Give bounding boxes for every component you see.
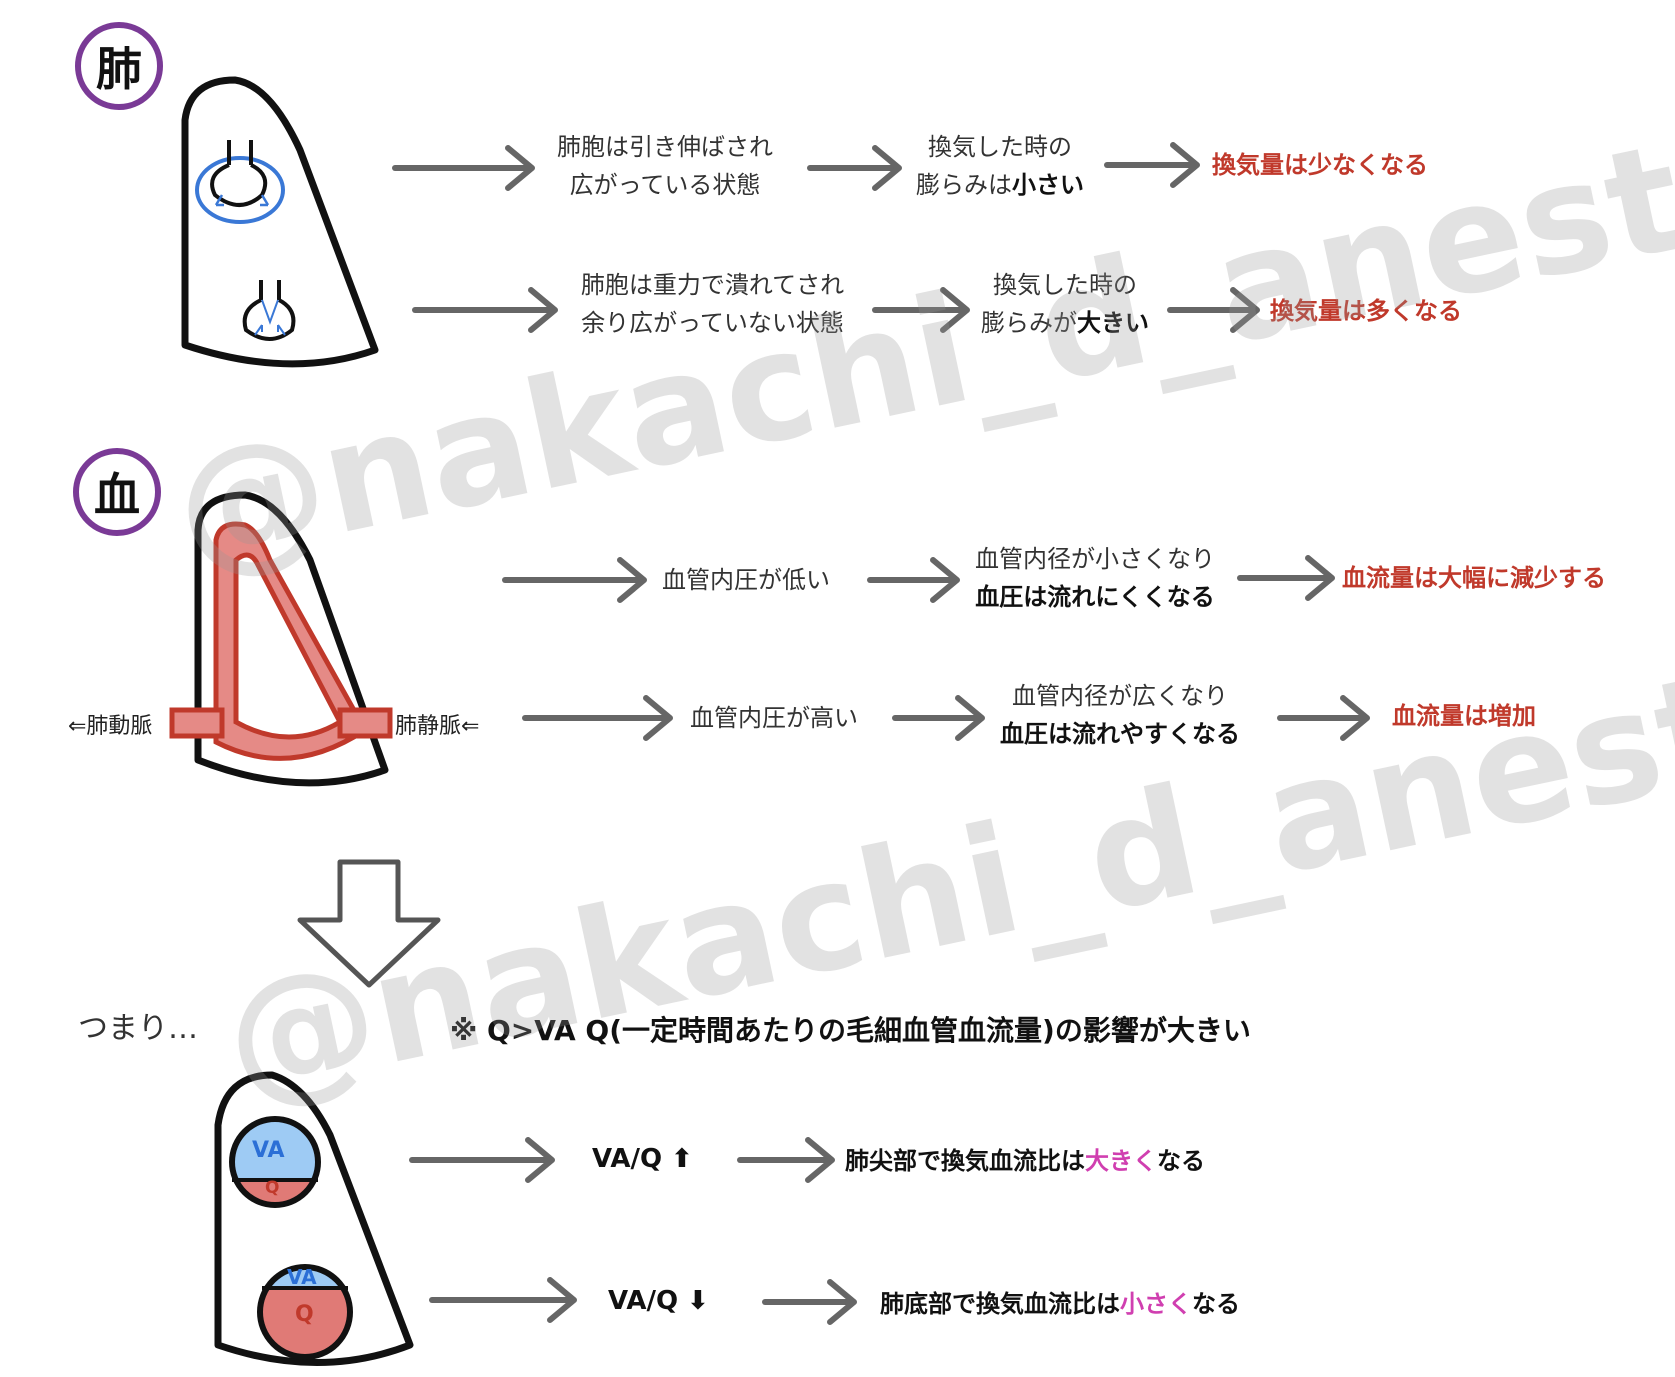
lung-row2-step1: 肺胞は重力で潰れてされ余り広がっていない状態 — [580, 271, 845, 337]
pulmonary-vessel-loop — [169, 521, 393, 761]
arrow-icon — [1104, 142, 1200, 188]
arrow-icon — [872, 287, 970, 333]
arrow-icon — [502, 557, 647, 603]
blood-badge: 血 — [73, 448, 161, 536]
arrow-icon — [429, 1277, 577, 1323]
lung-row1-step2: 換気した時の 膨らみは小さい — [916, 133, 1084, 199]
summary-intro: つまり… — [78, 1011, 198, 1046]
pulmonary-vein-label: 肺静脈⇐ — [395, 714, 480, 739]
blood-row2-step2: 血管内径が広くなり血圧は流れやすくなる — [1000, 682, 1240, 748]
apex-q-label: Q — [265, 1178, 280, 1198]
lung-row1-result: 換気量は少なくなる — [1212, 151, 1428, 179]
summary-note: ※ Q>VA Q(一定時間あたりの毛細血管血流量)の影響が大きい — [450, 1014, 1251, 1047]
arrow-icon — [412, 287, 558, 333]
arrow-icon — [737, 1137, 835, 1183]
arrow-icon — [409, 1137, 555, 1183]
apex-va-label: VA — [252, 1138, 285, 1163]
alveolus-stretched-icon — [195, 140, 285, 224]
lung-row2-step2: 換気した時の 膨らみが大きい — [981, 271, 1149, 337]
base-va-label: VA — [287, 1265, 317, 1289]
arrow-icon — [867, 557, 960, 603]
blood-row2-step1: 血管内圧が高い — [690, 704, 858, 732]
arrow-icon — [1237, 555, 1335, 601]
blood-row1-step1: 血管内圧が低い — [662, 566, 830, 594]
blood-row1-step2: 血管内径が小さくなり血圧は流れにくくなる — [975, 545, 1215, 611]
lung-badge: 肺 — [75, 22, 163, 110]
arrow-icon — [807, 145, 902, 191]
apex-ratio: VA/Q ⬆ — [592, 1144, 693, 1174]
arrow-icon — [522, 695, 673, 741]
base-result: 肺底部で換気血流比は小さくなる — [880, 1290, 1240, 1318]
lung-row2-result: 換気量は多くなる — [1270, 297, 1462, 325]
lung-outline-top — [181, 76, 379, 368]
base-ratio: VA/Q ⬇ — [608, 1286, 709, 1316]
arrow-icon — [1277, 695, 1370, 741]
blood-row2-result: 血流量は増加 — [1392, 702, 1536, 730]
alveolus-collapsed-icon — [242, 280, 296, 341]
arrow-icon — [1167, 287, 1260, 333]
base-va-q-circle — [257, 1264, 353, 1360]
pulmonary-artery-label: ⇐肺動脈 — [68, 714, 153, 739]
arrow-icon — [892, 695, 985, 741]
blood-row1-result: 血流量は大幅に減少する — [1342, 564, 1606, 592]
arrow-icon — [392, 145, 535, 191]
base-q-label: Q — [295, 1302, 314, 1327]
arrow-icon — [762, 1279, 857, 1325]
apex-result: 肺尖部で換気血流比は大きくなる — [845, 1147, 1205, 1175]
lung-row1-step1: 肺胞は引き伸ばされ広がっている状態 — [557, 133, 773, 199]
down-arrow-icon — [297, 859, 441, 988]
